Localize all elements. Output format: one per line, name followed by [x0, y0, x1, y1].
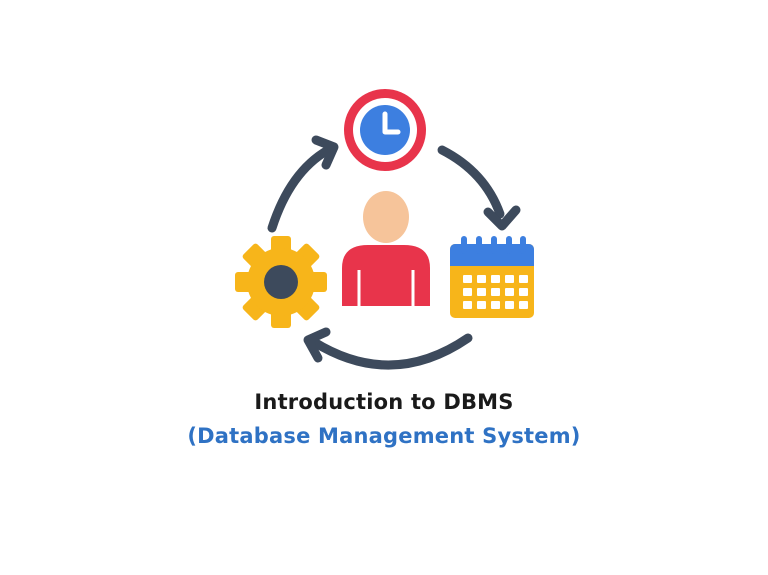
arrow-calendar-to-gear	[309, 333, 473, 370]
arrow-gear-to-clock	[267, 145, 333, 233]
cycle-arrows	[267, 145, 505, 370]
arrow-heads	[303, 135, 521, 363]
page-subtitle: (Database Management System)	[187, 424, 581, 448]
calendar-icon	[450, 236, 534, 318]
arrow-head-calendar	[483, 205, 521, 231]
clock-icon	[344, 89, 426, 171]
gear-icon	[235, 236, 327, 328]
arrow-head-gear	[303, 327, 331, 363]
page-title: Introduction to DBMS	[254, 390, 514, 414]
arrow-head-clock	[311, 135, 339, 170]
arrow-clock-to-calendar	[437, 145, 505, 219]
person-icon	[342, 191, 430, 306]
